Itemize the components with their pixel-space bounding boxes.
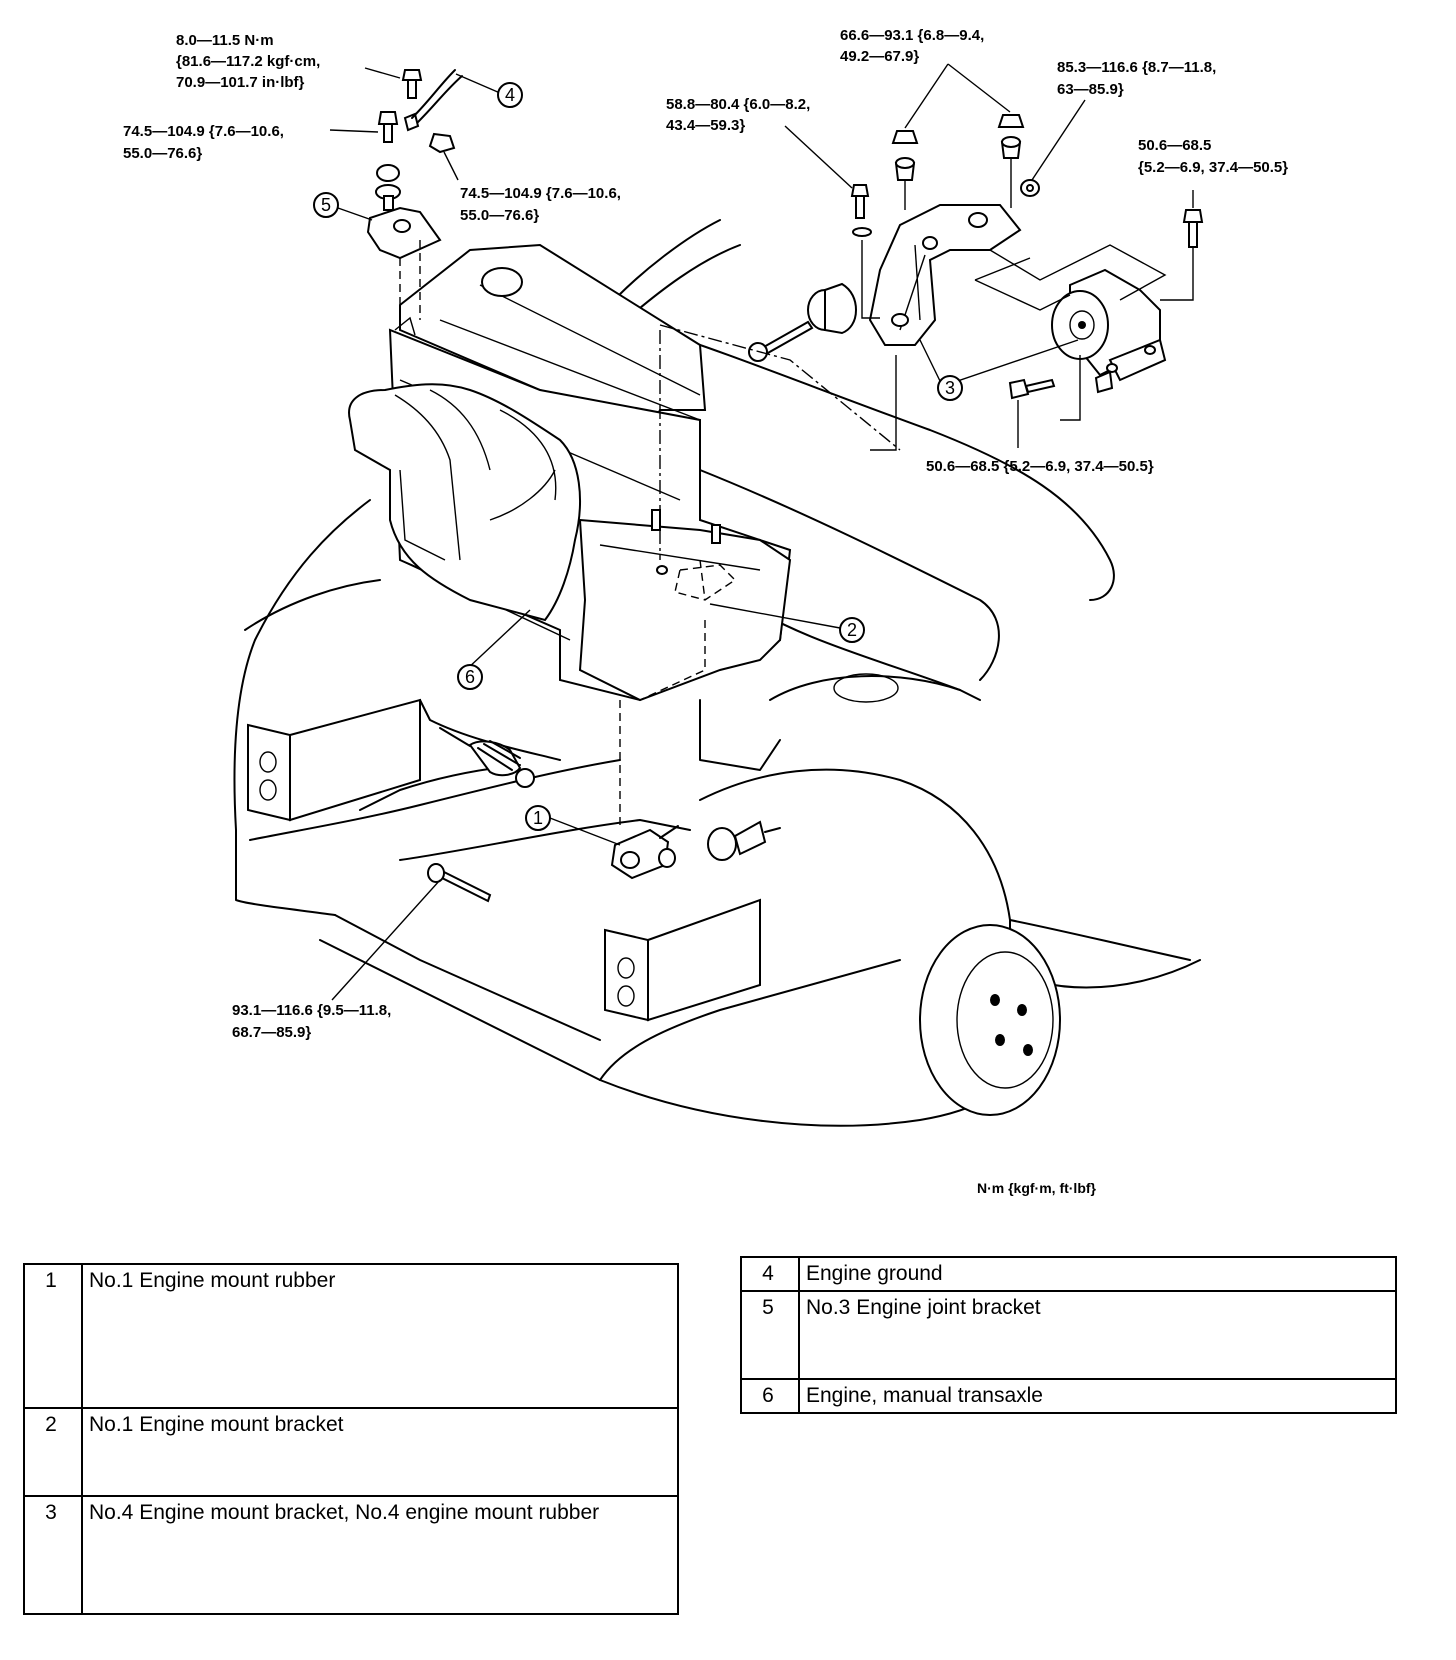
table-row: 4 Engine ground [740,1256,1397,1292]
svg-text:1: 1 [533,808,543,828]
svg-text:{81.6—117.2 kgf·cm,: {81.6—117.2 kgf·cm, [176,53,320,70]
torque-label-no1-through-bolt: 93.1—116.6 {9.5—11.8, 68.7—85.9} [232,1002,391,1041]
svg-text:{5.2—6.9, 37.4—50.5}: {5.2—6.9, 37.4—50.5} [1138,159,1288,176]
torque-label-no4-lower-bolt: 50.6—68.5 {5.2—6.9, 37.4—50.5} [926,458,1154,475]
leader-lines [329,63,1194,1001]
svg-text:8.0—11.5 N·m: 8.0—11.5 N·m [176,32,274,49]
svg-text:50.6—68.5: 50.6—68.5 [1138,137,1211,154]
svg-text:58.8—80.4 {6.0—8.2,: 58.8—80.4 {6.0—8.2, [666,96,810,113]
table-row: 5 No.3 Engine joint bracket [740,1290,1397,1380]
table-row: 3 No.4 Engine mount bracket, No.4 engine… [23,1495,679,1615]
svg-text:63—85.9}: 63—85.9} [1057,81,1124,98]
legend-number: 2 [23,1407,83,1497]
engine-mount-diagram: 4 5 3 2 6 1 8.0—11.5 N·m {81.6—117.2 kgf… [123,27,1288,1127]
svg-text:93.1—116.6 {9.5—11.8,: 93.1—116.6 {9.5—11.8, [232,1002,391,1019]
svg-text:43.4—59.3}: 43.4—59.3} [666,117,745,134]
torque-label-ground-bolt: 8.0—11.5 N·m {81.6—117.2 kgf·cm, 70.9—10… [176,32,320,91]
legend-number: 6 [740,1378,800,1414]
svg-text:4: 4 [505,85,515,105]
svg-text:50.6—68.5 {5.2—6.9, 37.4—50.5}: 50.6—68.5 {5.2—6.9, 37.4—50.5} [926,458,1154,475]
torque-label-no4-top-nuts: 66.6—93.1 {6.8—9.4, 49.2—67.9} [840,27,984,65]
legend-number: 3 [23,1495,83,1615]
no1-engine-mount [427,727,781,903]
legend-label: No.1 Engine mount rubber [81,1263,679,1409]
torque-label-no4-washer: 85.3—116.6 {8.7—11.8, 63—85.9} [1057,59,1216,98]
torque-label-no4-rubber-bolt: 50.6—68.5 {5.2—6.9, 37.4—50.5} [1138,137,1288,176]
svg-text:49.2—67.9}: 49.2—67.9} [840,48,919,65]
legend-number: 4 [740,1256,800,1292]
torque-label-no3-bolt: 74.5—104.9 {7.6—10.6, 55.0—76.6} [123,123,284,162]
frame-rail-left [247,698,421,822]
callout-2: 2 [839,617,865,643]
legend-label: Engine, manual transaxle [798,1378,1397,1414]
callout-3: 3 [937,375,963,401]
brake-disc [919,924,1061,1116]
table-row: 1 No.1 Engine mount rubber [23,1263,679,1409]
legend-table-right: 4 Engine ground 5 No.3 Engine joint brac… [740,1256,1397,1414]
legend-number: 5 [740,1290,800,1380]
legend-label: No.4 Engine mount bracket, No.4 engine m… [81,1495,679,1615]
svg-text:74.5—104.9 {7.6—10.6,: 74.5—104.9 {7.6—10.6, [460,185,621,202]
legend-number: 1 [23,1263,83,1409]
engine-transaxle [348,243,792,702]
svg-text:5: 5 [321,195,331,215]
svg-text:2: 2 [847,620,857,640]
frame-rail-right [399,819,761,1022]
callout-4: 4 [497,82,523,108]
svg-text:70.9—101.7 in·lbf}: 70.9—101.7 in·lbf} [176,74,305,91]
table-row: 2 No.1 Engine mount bracket [23,1407,679,1497]
svg-text:66.6—93.1 {6.8—9.4,: 66.6—93.1 {6.8—9.4, [840,27,984,44]
svg-text:85.3—116.6 {8.7—11.8,: 85.3—116.6 {8.7—11.8, [1057,59,1216,76]
svg-text:68.7—85.9}: 68.7—85.9} [232,1024,311,1041]
torque-units-note: N·m {kgf·m, ft·lbf} [977,1180,1096,1196]
torque-label-no3-nut: 74.5—104.9 {7.6—10.6, 55.0—76.6} [460,185,621,224]
svg-text:55.0—76.6}: 55.0—76.6} [123,145,202,162]
legend-label: No.3 Engine joint bracket [798,1290,1397,1380]
legend-label: No.1 Engine mount bracket [81,1407,679,1497]
callout-6: 6 [457,664,483,690]
svg-text:55.0—76.6}: 55.0—76.6} [460,207,539,224]
callout-1: 1 [525,805,551,831]
svg-text:74.5—104.9 {7.6—10.6,: 74.5—104.9 {7.6—10.6, [123,123,284,140]
legend-table-left: 1 No.1 Engine mount rubber 2 No.1 Engine… [23,1263,679,1615]
table-row: 6 Engine, manual transaxle [740,1378,1397,1414]
svg-text:3: 3 [945,378,955,398]
no4-mount-assembly [659,114,1204,451]
callout-5: 5 [313,192,339,218]
svg-text:6: 6 [465,667,475,687]
legend-label: Engine ground [798,1256,1397,1292]
guide-line-no1-mount-2 [639,620,706,701]
torque-label-no4-side-bolt: 58.8—80.4 {6.0—8.2, 43.4—59.3} [666,96,810,134]
no3-joint-bracket [366,69,463,336]
